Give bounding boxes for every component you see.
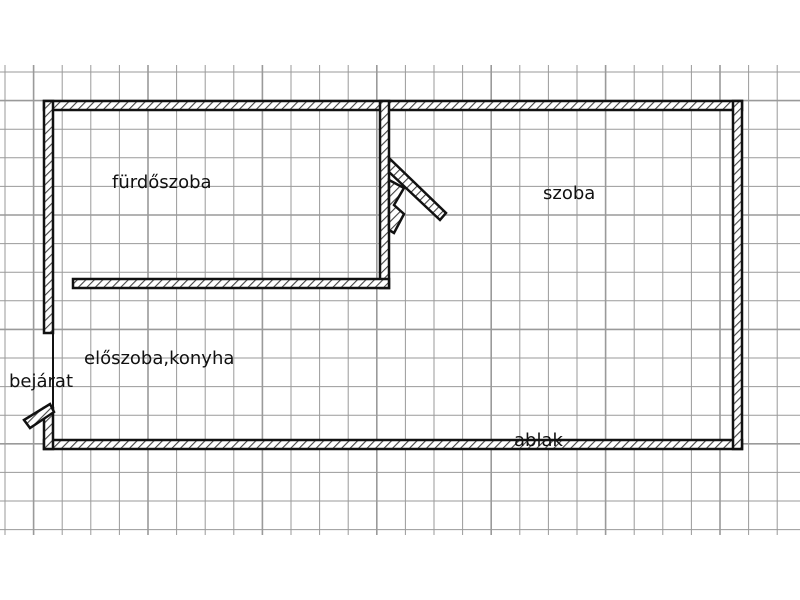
wall-top xyxy=(42,99,744,112)
door-interior xyxy=(387,155,448,235)
bathroom-label: fürdőszoba xyxy=(112,172,212,193)
walls xyxy=(42,99,744,451)
room-label: szoba xyxy=(543,183,595,204)
hall-kitchen-label: előszoba,konyha xyxy=(84,348,234,369)
window-label: ablak xyxy=(514,430,563,451)
door-entrance xyxy=(22,333,56,430)
wall-interior-vertical xyxy=(378,99,391,290)
wall-right xyxy=(731,99,744,451)
entrance-label: bejárat xyxy=(9,371,73,392)
wall-left-upper xyxy=(42,99,55,335)
grid xyxy=(0,65,800,535)
wall-interior-horizontal xyxy=(71,277,391,290)
wall-bottom xyxy=(42,438,744,451)
